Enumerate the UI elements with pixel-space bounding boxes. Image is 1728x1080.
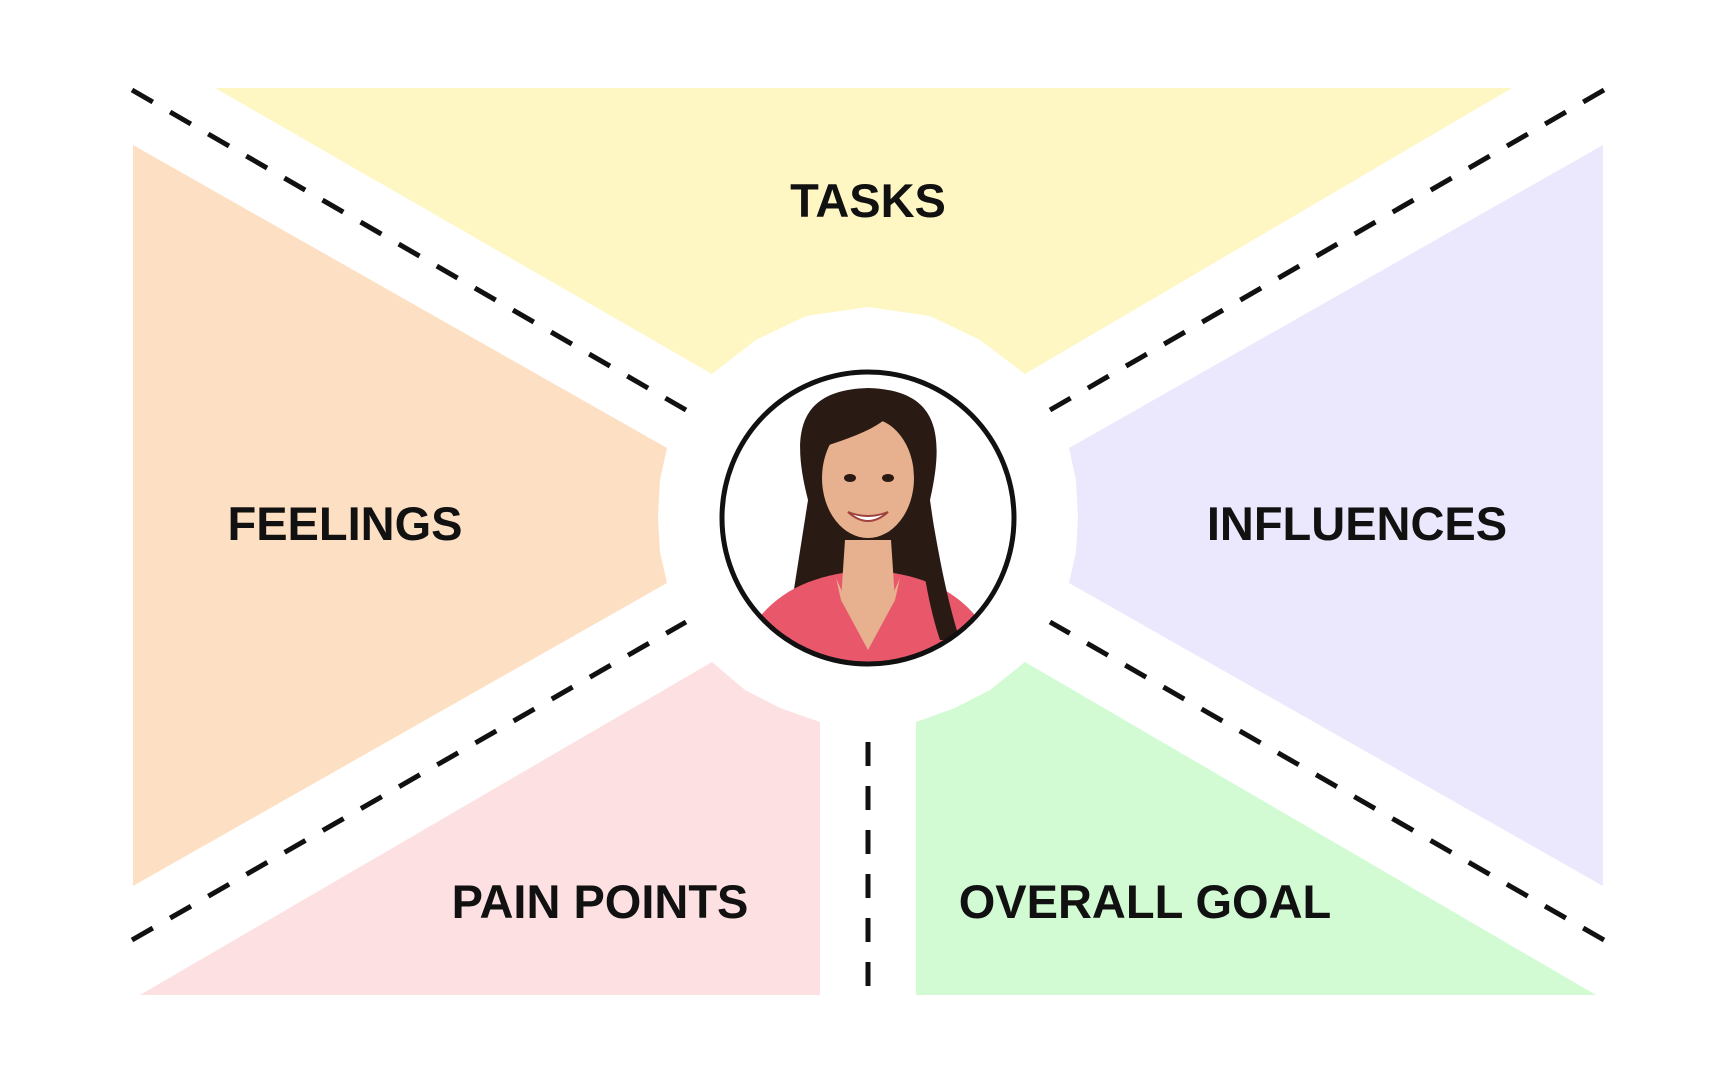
zone-overall-goal	[916, 662, 1596, 995]
zone-influences	[1069, 145, 1603, 886]
label-influences: INFLUENCES	[1207, 497, 1507, 550]
person-portrait-icon	[730, 388, 1006, 664]
divider-top-left	[130, 87, 688, 413]
label-pain-points: PAIN POINTS	[452, 875, 749, 928]
zone-pain-points	[140, 662, 820, 995]
divider-bottom-right	[1048, 619, 1606, 943]
divider-bottom-left	[130, 619, 688, 943]
label-tasks: TASKS	[790, 174, 946, 227]
divider-top-right	[1048, 87, 1606, 413]
persona-avatar	[719, 369, 1017, 667]
zone-feelings	[133, 145, 667, 886]
label-overall-goal: OVERALL GOAL	[959, 875, 1332, 928]
label-feelings: FEELINGS	[227, 497, 462, 550]
zone-tasks	[215, 88, 1512, 374]
